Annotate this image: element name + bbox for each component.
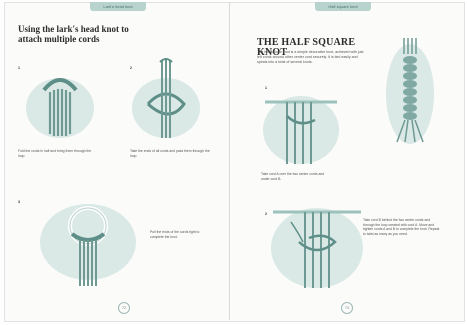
finished-knot-illustration bbox=[385, 36, 435, 146]
right-page-number: 73 bbox=[341, 302, 353, 314]
right-step-2-number: 2 bbox=[265, 212, 267, 216]
right-step-1-illustration bbox=[261, 88, 341, 168]
step-2-illustration bbox=[130, 54, 204, 144]
step-3-illustration bbox=[38, 200, 138, 288]
left-page-title: Using the lark's head knot to attach mul… bbox=[18, 24, 138, 44]
left-header-tab: Lark's head knot bbox=[90, 2, 146, 11]
step-1-illustration bbox=[24, 68, 96, 142]
step-3-caption: Pull the ends of the cords tight to comp… bbox=[150, 230, 210, 239]
right-step-2-caption: Take cord B behind the two center cords … bbox=[363, 218, 441, 236]
right-step-2-illustration bbox=[269, 202, 365, 290]
right-header-tab: Half square knot bbox=[315, 2, 371, 11]
right-step-1-caption: Take cord A over the two center cords an… bbox=[261, 172, 325, 181]
right-page: Half square knot THE HALF SQUARE KNOT Th… bbox=[235, 2, 463, 320]
right-page-intro: The half square knot is a simple decorat… bbox=[257, 50, 365, 65]
step-3-number: 3 bbox=[18, 200, 20, 204]
left-page-number: 72 bbox=[118, 302, 130, 314]
step-1-caption: Fold the cords in half and bring them th… bbox=[18, 149, 96, 158]
left-page: Lark's head knot Using the lark's head k… bbox=[4, 2, 232, 320]
step-2-caption: Take the ends of all cords and pass them… bbox=[130, 149, 212, 158]
step-1-number: 1 bbox=[18, 66, 20, 70]
